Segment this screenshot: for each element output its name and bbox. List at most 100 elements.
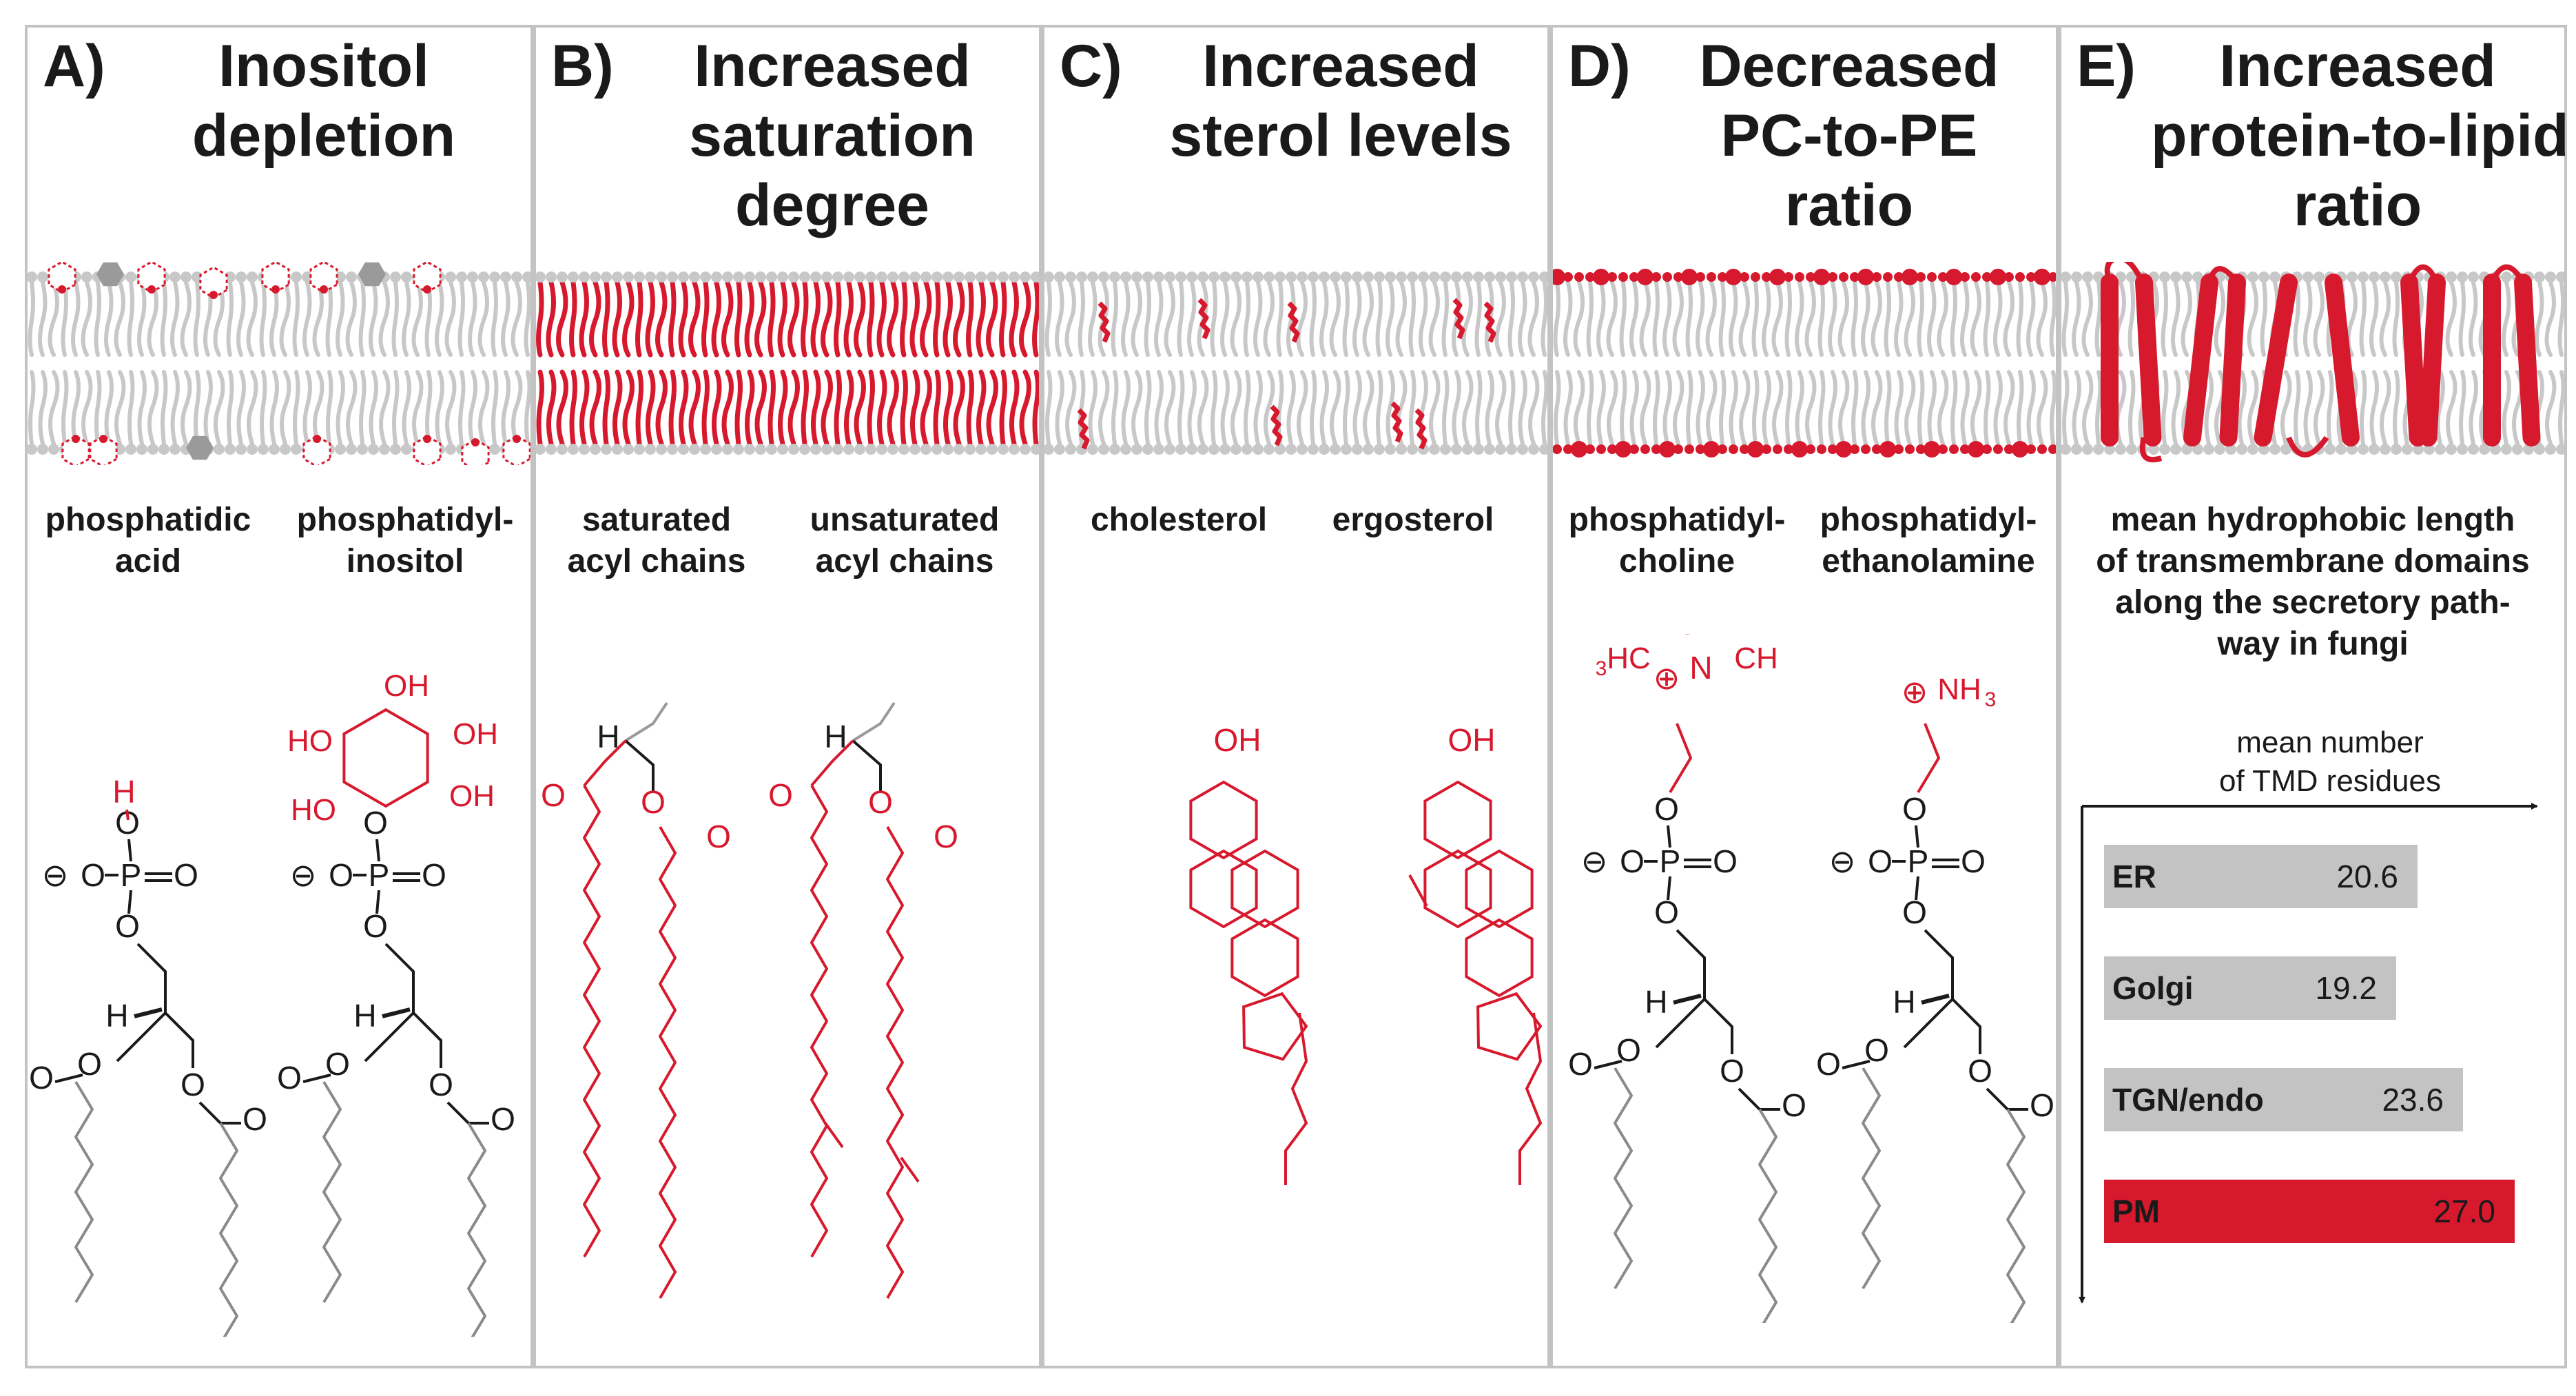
lipid-head [1574, 272, 1584, 282]
lipid-head [37, 271, 48, 283]
lipid-head [390, 444, 401, 455]
lipid-tail [1619, 280, 1627, 357]
lipid-head [623, 444, 634, 455]
lipid-tail [2544, 280, 2556, 357]
sterol-ring [1189, 780, 1258, 860]
lipid-tail [369, 280, 378, 357]
lipid-tail [48, 370, 60, 446]
lipid-head [1076, 271, 1087, 283]
lipid-tail [194, 370, 201, 446]
label-saturated: saturated acyl chains [550, 500, 763, 582]
lipid-head [1795, 272, 1804, 282]
lipid-tail [2181, 280, 2192, 357]
lipid-tail [834, 369, 842, 446]
lipid-head [1286, 444, 1297, 455]
side-chain [1284, 1012, 1308, 1185]
lipid-tail [379, 370, 391, 446]
lipid-head [1451, 444, 1462, 455]
lipid-head [346, 444, 357, 455]
lipid-head [2048, 272, 2056, 282]
lipid-tail [2359, 280, 2367, 357]
lipid-tail [1785, 370, 1793, 446]
lipid-tail [1187, 280, 1197, 357]
lipid-tail [909, 280, 920, 358]
lipid-tail [478, 370, 490, 446]
lipid-tail [810, 280, 821, 358]
bond [624, 701, 668, 742]
lipid-tail [933, 369, 941, 446]
membrane-e [2061, 262, 2564, 465]
lipid-tail [2545, 370, 2557, 446]
lipid-head [1175, 444, 1186, 455]
protein-loop [2489, 264, 2526, 284]
charge-label: ⊖ [42, 857, 69, 893]
lipid-tail [2293, 280, 2300, 357]
lipid-tail [678, 280, 688, 358]
lipid-tail [986, 280, 998, 358]
hydrogen-label: H [1893, 984, 1915, 1020]
lipid-head [1629, 444, 1639, 454]
lipid-head [1629, 272, 1639, 282]
lipid-head [37, 444, 48, 455]
lipid-tail [213, 280, 225, 357]
lipid-tail [1462, 370, 1474, 446]
inositol-icon [413, 435, 442, 465]
lipid-head [2501, 271, 2512, 283]
lipid-head [1020, 271, 1031, 283]
lipid-head [1352, 271, 1363, 283]
lipid-head [1087, 271, 1098, 283]
lipid-head [898, 444, 909, 455]
lipid-tail [226, 280, 234, 357]
lipid-tail [1983, 280, 1990, 357]
lipid-head [799, 444, 810, 455]
oxygen-label: O [934, 819, 958, 854]
label-line: inositol [346, 543, 464, 579]
lipid-head [1528, 271, 1539, 283]
lipid-head [788, 444, 799, 455]
lipid-tail [1187, 370, 1197, 446]
lipid-tail [2094, 280, 2102, 357]
lipid-tail [2502, 280, 2511, 357]
bond [375, 839, 380, 862]
lipid-head [920, 444, 931, 455]
lipid-head [1429, 444, 1440, 455]
lipid-tail [887, 369, 899, 446]
lipid-tail [668, 280, 677, 358]
phosphate-dot [99, 435, 107, 443]
lipid-head [1484, 271, 1495, 283]
lipid-head [2280, 444, 2291, 455]
lipid-tail [645, 280, 655, 358]
lipid-tail [2445, 280, 2457, 357]
charge-label: ⊖ [1581, 843, 1608, 879]
bond [583, 739, 627, 787]
tmd-helix [2183, 274, 2218, 446]
lipid-tail [1395, 280, 1407, 357]
lipid-tail [524, 280, 530, 357]
phosphate-dot [513, 435, 521, 443]
lipid-tail [1507, 280, 1515, 357]
lipid-tail [137, 280, 147, 357]
lipid-tail [1573, 280, 1585, 357]
lipid-tail [1596, 280, 1606, 357]
lipid-tail [1762, 370, 1771, 446]
lipid-tail [843, 280, 854, 358]
panel-e: E) Increased protein-to-lipid ratio mean… [2059, 25, 2569, 1368]
lipid-tail [844, 369, 854, 446]
lipid-head [799, 271, 810, 283]
lipid-head [755, 444, 766, 455]
label-line: cholesterol [1090, 502, 1268, 538]
lipid-tail [137, 370, 147, 446]
lipid-head [2247, 271, 2258, 283]
lipid-tail [524, 370, 530, 446]
oxygen-label: O [363, 908, 388, 944]
lipid-tail [688, 369, 701, 446]
lipid-tail [2557, 280, 2564, 357]
lipid-tail [1475, 370, 1483, 446]
lipid-tail [1993, 280, 2003, 357]
lipid-tail [2380, 370, 2391, 446]
title-line: Increased [1202, 33, 1479, 99]
lipid-head [2192, 444, 2203, 455]
lipid-tail [1177, 370, 1185, 446]
lipid-head [976, 271, 987, 283]
lipid-head [1341, 271, 1352, 283]
